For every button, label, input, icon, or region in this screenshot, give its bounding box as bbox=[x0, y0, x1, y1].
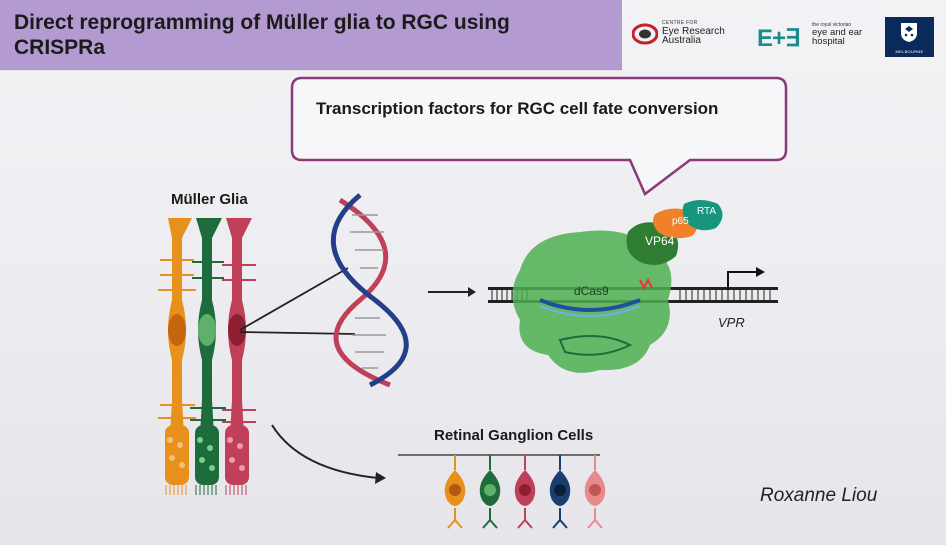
vpr-label: VPR bbox=[718, 315, 745, 330]
retinal-ganglion-cells bbox=[398, 454, 606, 529]
dcas9-label: dCas9 bbox=[574, 284, 609, 298]
dna-helix-icon bbox=[330, 193, 409, 388]
logo-strip: CENTRE FOR Eye Research Australia E+∃ th… bbox=[622, 0, 946, 70]
muller-cell-green bbox=[190, 218, 226, 495]
muller-cell-orange bbox=[158, 218, 196, 495]
crest-icon bbox=[901, 23, 917, 42]
cera-logo: CENTRE FOR Eye Research Australia bbox=[632, 20, 747, 50]
rta-label: RTA bbox=[697, 206, 717, 217]
dcas9-protein bbox=[512, 230, 672, 373]
uom-name: MELBOURNE bbox=[895, 49, 924, 54]
muller-cell-red bbox=[222, 218, 256, 495]
rgc-label: Retinal Ganglion Cells bbox=[434, 427, 594, 444]
title-bar: Direct reprogramming of Müller glia to R… bbox=[0, 0, 622, 70]
rgc-blue bbox=[549, 455, 571, 529]
university-of-melbourne-logo: MELBOURNE bbox=[885, 17, 934, 57]
rgc-orange bbox=[444, 455, 466, 529]
muller-glia-cells bbox=[158, 218, 256, 495]
callout-text: Transcription factors for RGC cell fate … bbox=[316, 99, 719, 118]
cera-name: Eye Research Australia bbox=[662, 26, 725, 46]
eye-ear-name: eye and ear hospital bbox=[812, 27, 863, 47]
eye-ear-mark: E+∃ bbox=[757, 25, 800, 52]
rgc-green bbox=[479, 455, 501, 529]
cera-ring-icon bbox=[632, 23, 658, 45]
p65-label: p65 bbox=[672, 216, 689, 227]
slide-title: Direct reprogramming of Müller glia to R… bbox=[14, 11, 510, 59]
curved-arrow-to-rgc bbox=[271, 424, 379, 479]
eye-ear-small-text: the royal victorian bbox=[812, 22, 852, 28]
author-name: Roxanne Liou bbox=[760, 485, 878, 506]
callout-bubble bbox=[290, 76, 788, 196]
rgc-pink bbox=[584, 455, 606, 529]
transcription-start-arrow bbox=[727, 271, 758, 290]
vp64-label: VP64 bbox=[645, 234, 675, 248]
cera-small-text: CENTRE FOR bbox=[662, 20, 698, 26]
muller-glia-label: Müller Glia bbox=[171, 191, 248, 208]
eye-ear-logo: E+∃ the royal victorian eye and ear hosp… bbox=[757, 20, 872, 52]
rgc-red bbox=[514, 455, 536, 529]
rta-domain bbox=[682, 200, 723, 231]
